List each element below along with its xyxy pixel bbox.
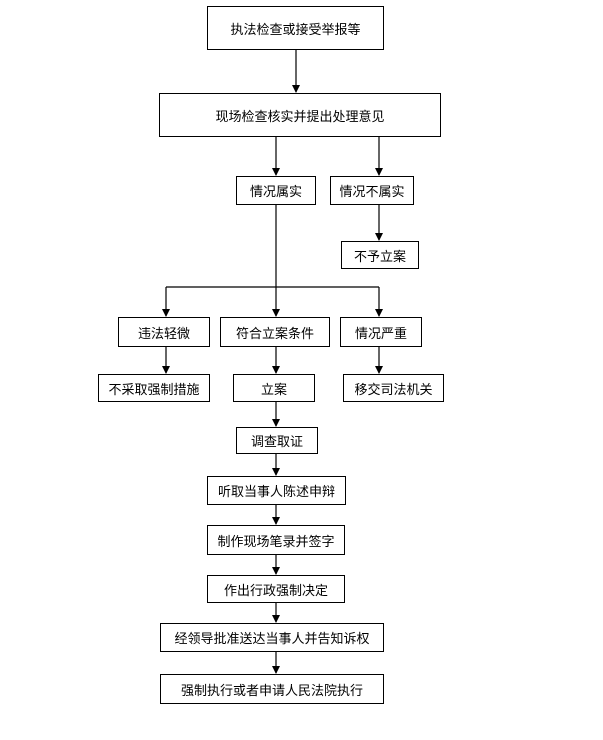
- node-investigate: 调查取证: [236, 427, 318, 454]
- node-start: 执法检查或接受举报等: [207, 6, 384, 50]
- node-minor: 违法轻微: [118, 317, 210, 347]
- node-false-case: 情况不属实: [330, 176, 414, 205]
- node-execute: 强制执行或者申请人民法院执行: [160, 674, 384, 704]
- node-serious: 情况严重: [340, 317, 422, 347]
- node-true-case: 情况属实: [236, 176, 316, 205]
- node-no-measure: 不采取强制措施: [98, 374, 210, 402]
- node-inspect: 现场检查核实并提出处理意见: [159, 93, 441, 137]
- node-decision: 作出行政强制决定: [207, 575, 345, 603]
- node-meets: 符合立案条件: [220, 317, 330, 347]
- node-no-file: 不予立案: [341, 241, 419, 269]
- node-transfer: 移交司法机关: [343, 374, 444, 402]
- node-file-case: 立案: [233, 374, 315, 402]
- node-record: 制作现场笔录并签字: [207, 525, 345, 555]
- node-deliver: 经领导批准送达当事人并告知诉权: [160, 623, 384, 652]
- node-hearing: 听取当事人陈述申辩: [207, 476, 346, 505]
